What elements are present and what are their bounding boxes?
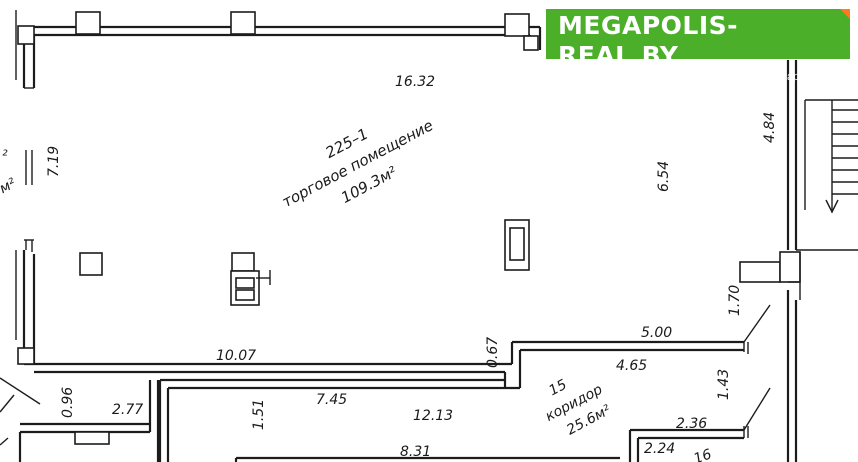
small-room-walls xyxy=(0,377,160,462)
room-15-label: 15 коридор 25.6м² xyxy=(543,377,614,439)
site-banner[interactable]: MEGAPOLIS-REAL.BY портал о коммерческой … xyxy=(546,9,850,83)
staircase xyxy=(796,99,858,251)
dim-step: 0.67 xyxy=(485,337,501,368)
dim-corridor-right-a: 2.36 xyxy=(676,416,707,432)
dim-corridor-inner: 4.65 xyxy=(616,358,647,374)
dim-corridor-right-b: 2.24 xyxy=(644,441,675,457)
dim-bottom-total: 8.31 xyxy=(400,444,431,460)
dim-small-bottom: 2.77 xyxy=(112,402,143,418)
dim-right-top: 1.70 xyxy=(727,285,743,316)
dim-bottom-width: 10.07 xyxy=(216,348,256,364)
partial-label-left-b: 3м² xyxy=(0,175,19,201)
dim-right-low: 1.43 xyxy=(716,369,732,400)
banner-title: MEGAPOLIS-REAL.BY xyxy=(558,11,739,70)
dim-bottom-right: 12.13 xyxy=(413,408,453,424)
door-marks xyxy=(743,252,801,438)
main-hall-walls xyxy=(15,10,798,462)
dim-corridor-top: 5.00 xyxy=(641,325,672,341)
dim-top-width: 16.32 xyxy=(395,74,435,90)
partial-label-bottom-right: 16 xyxy=(692,446,714,462)
room-number: 15 xyxy=(546,377,569,400)
dim-main-height: 6.54 xyxy=(656,161,672,192)
partial-label-left-a: ² xyxy=(2,148,8,164)
corridor-walls xyxy=(158,378,744,462)
dim-stair-height: 4.84 xyxy=(762,112,778,143)
dim-small-left: 0.96 xyxy=(60,387,76,418)
room-225-1-label: 225–1 торговое помещение 109.3м² xyxy=(279,116,436,211)
banner-subtitle: портал о коммерческой недвижимости в Бел… xyxy=(558,71,817,83)
dim-left-mid: 1.51 xyxy=(251,399,267,430)
dim-left-height: 7.19 xyxy=(46,146,62,177)
dim-bottom-mid: 7.45 xyxy=(316,392,347,408)
corner-accent-icon xyxy=(840,9,850,19)
